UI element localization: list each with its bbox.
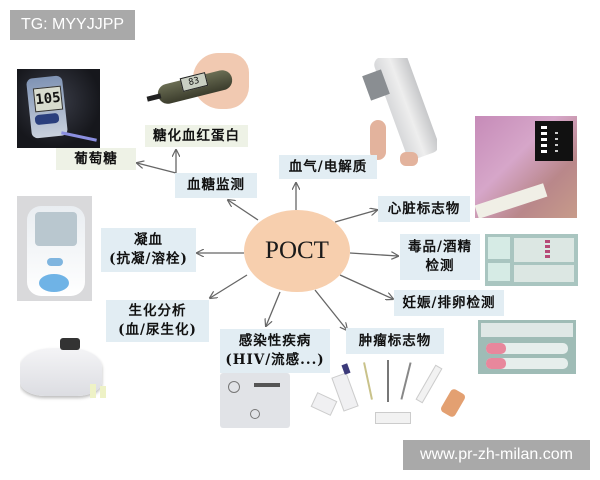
infectious-line2: (HIV/流感...) xyxy=(225,352,325,368)
glucose-text: 葡萄糖 xyxy=(74,150,118,167)
drug-test-image xyxy=(485,234,578,286)
drugs-line1: 毒品/酒精 xyxy=(408,239,472,255)
label-drug-alcohol-test: 毒品/酒精 检测 xyxy=(400,234,480,280)
pregnancy-text: 妊娠/排卵检测 xyxy=(402,294,496,311)
blood-gas-text: 血气/电解质 xyxy=(288,158,368,175)
tumor-marker-image xyxy=(305,360,465,428)
blood-gas-analyzer-image xyxy=(352,58,437,176)
label-glucose: 葡萄糖 xyxy=(56,148,136,170)
coagulation-line2: (抗凝/溶栓) xyxy=(109,251,188,267)
label-blood-glucose-monitoring: 血糖监测 xyxy=(175,173,257,198)
infectious-test-image xyxy=(220,373,290,428)
cardiac-text: 心脏标志物 xyxy=(387,200,461,217)
label-pregnancy-ovulation-test: 妊娠/排卵检测 xyxy=(394,290,504,316)
drugs-line2: 检测 xyxy=(425,258,455,274)
label-tumor-markers: 肿瘤标志物 xyxy=(346,328,444,354)
label-infectious-disease: 感染性疾病 (HIV/流感...) xyxy=(220,329,330,373)
coagulation-line1: 凝血 xyxy=(134,232,163,248)
watermark-top-left: TG: MYYJJPP xyxy=(10,10,135,40)
pregnancy-test-image xyxy=(478,320,576,374)
poct-center-node: POCT xyxy=(244,210,350,292)
coagulation-device-image xyxy=(17,196,92,301)
label-coagulation: 凝血 (抗凝/溶栓) xyxy=(101,228,196,272)
biochem-line2: (血/尿生化) xyxy=(118,322,197,338)
infectious-line1: 感染性疾病 xyxy=(238,333,312,349)
glucometer-image: 105 xyxy=(17,69,100,148)
biochem-line1: 生化分析 xyxy=(128,303,187,319)
tumor-text: 肿瘤标志物 xyxy=(358,332,432,349)
blood-glucose-text: 血糖监测 xyxy=(187,177,245,193)
poct-label: POCT xyxy=(265,237,329,264)
biochem-analyzer-image xyxy=(20,336,115,406)
watermark-bottom-right: www.pr-zh-milan.com xyxy=(403,440,590,470)
label-biochemical-analysis: 生化分析 (血/尿生化) xyxy=(106,300,209,342)
label-cardiac-markers: 心脏标志物 xyxy=(378,196,470,222)
label-blood-gas-electrolyte: 血气/电解质 xyxy=(279,155,377,179)
cardiac-marker-image xyxy=(475,116,577,218)
hba1c-text: 糖化血红蛋白 xyxy=(153,127,240,144)
label-hba1c: 糖化血红蛋白 xyxy=(145,125,248,147)
hba1c-meter-image: 83 xyxy=(145,53,250,113)
